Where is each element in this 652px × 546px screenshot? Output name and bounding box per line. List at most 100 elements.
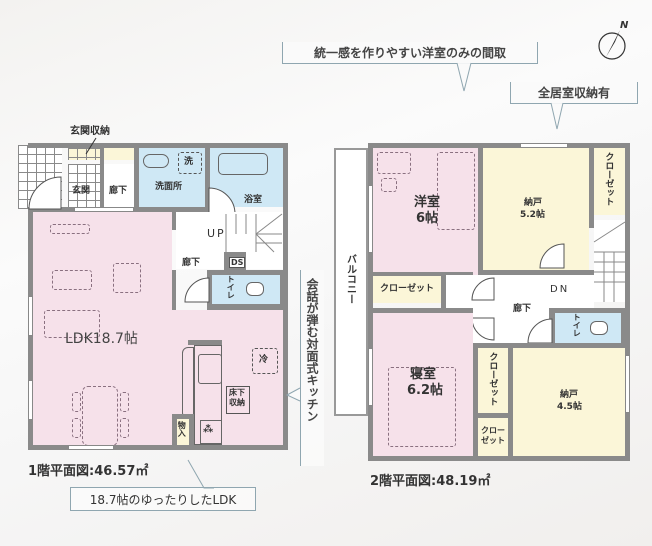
wall <box>373 272 473 276</box>
label-balcony: バルコニー <box>344 254 356 304</box>
wall <box>28 445 288 450</box>
wall <box>368 456 630 461</box>
label-washroom: 洗面所 <box>155 182 183 192</box>
fridge-space <box>252 348 278 374</box>
storeroom-4-5 <box>513 348 625 456</box>
label-hallway-top: 廊下 <box>109 186 128 196</box>
dining-chair <box>72 418 81 438</box>
closet-top-right <box>594 148 625 215</box>
label-western-room-size: 6帖 <box>416 211 439 226</box>
stairs-up <box>225 213 283 253</box>
wall <box>625 143 630 461</box>
wall <box>508 343 513 456</box>
ldk-room <box>33 212 172 445</box>
north-arrow-icon <box>598 30 626 60</box>
callout-unified-layout: 統一感を作りやすい洋室のみの間取 <box>282 42 538 64</box>
toilet-bowl-2f <box>590 321 608 335</box>
compass-n-label: N <box>620 20 629 31</box>
balcony <box>334 148 368 416</box>
callout-storage-text: 全居室収納有 <box>537 86 610 100</box>
hallway-top <box>104 164 134 207</box>
bedroom-door-swing <box>471 317 495 341</box>
label-underfloor-storage: 床下収納 <box>229 388 245 407</box>
wall <box>283 143 288 450</box>
callout-kitchen-text: 会話が弾む対面式キッチン <box>305 278 319 422</box>
toilet-bowl <box>246 282 264 296</box>
stove-icon: ⁂ <box>203 424 214 435</box>
label-closet-western: クローゼット <box>380 284 435 294</box>
dining-chair <box>120 418 129 438</box>
wall <box>473 343 513 348</box>
callout-storage-pointer <box>550 102 564 130</box>
sink-basin <box>143 154 169 168</box>
toilet2-door-swing <box>527 318 553 344</box>
wall <box>172 212 176 230</box>
washroom <box>139 148 205 207</box>
sofa <box>44 310 100 338</box>
leader-line <box>85 137 97 155</box>
kitchen-counter <box>194 345 222 445</box>
wall <box>478 413 513 418</box>
window <box>368 185 373 253</box>
wall <box>205 148 210 212</box>
callout-unified-pointer <box>456 62 472 92</box>
label-entrance-storage: 玄関収納 <box>70 126 110 137</box>
label-closet-bedroom: クローゼット <box>487 352 498 406</box>
closet-bedroom <box>478 348 508 413</box>
storeroom-door-swing <box>539 243 565 269</box>
stairs-down <box>593 221 626 302</box>
wall <box>473 343 478 456</box>
floor2-title: 2階平面図:48.19㎡ <box>370 474 491 489</box>
wall <box>513 343 625 348</box>
compass: N <box>596 20 632 60</box>
label-toilet-2f: トイレ <box>572 313 582 337</box>
label-bedroom-size: 6.2帖 <box>407 383 444 398</box>
window <box>368 348 373 406</box>
label-closet-small-2f: クローゼット <box>481 426 505 445</box>
floor1-title: 1階平面図:46.57㎡ <box>28 464 149 479</box>
desk <box>377 152 411 174</box>
label-western-room: 洋室 <box>414 195 441 210</box>
wall <box>368 143 630 148</box>
bedroom <box>373 313 473 456</box>
stairwell <box>594 220 625 302</box>
dining-chair <box>72 392 81 412</box>
label-up: UP <box>207 227 226 240</box>
callout-ldk-pointer <box>187 459 214 489</box>
coffee-table <box>52 270 92 290</box>
window <box>74 207 134 212</box>
window <box>520 143 568 148</box>
wall <box>172 270 176 310</box>
wall <box>188 340 222 345</box>
callout-all-storage: 全居室収納有 <box>510 82 638 104</box>
callout-ldk: 18.7帖のゆったりしたLDK <box>70 487 256 511</box>
label-storeroom2-size: 4.5帖 <box>557 402 582 412</box>
wall <box>28 143 288 148</box>
wall <box>373 308 473 313</box>
label-bedroom: 寝室 <box>410 367 437 382</box>
washer-space <box>178 152 202 174</box>
kitchen-sink <box>198 354 222 384</box>
wall <box>478 143 483 275</box>
label-toilet-1f: トイレ <box>226 275 236 299</box>
label-storeroom1: 納戸 <box>524 198 543 208</box>
callout-unified-text: 統一感を作りやすい洋室のみの間取 <box>313 46 506 60</box>
stove <box>200 420 222 444</box>
label-entrance: 玄関 <box>72 186 91 196</box>
chair <box>381 178 397 192</box>
armchair <box>113 263 141 293</box>
wall <box>483 270 594 275</box>
western-door-swing <box>471 277 495 301</box>
double-bed <box>388 367 456 447</box>
window <box>68 445 114 450</box>
callout-kitchen-pointer <box>285 387 301 402</box>
tv-unit <box>50 224 90 234</box>
dining-table <box>82 386 118 446</box>
label-fridge: 冷 <box>259 355 269 365</box>
kitchen-counter-back <box>182 347 194 419</box>
wall <box>368 143 373 461</box>
single-bed <box>437 152 475 230</box>
underfloor-storage <box>226 386 250 414</box>
label-down: DN <box>550 284 570 295</box>
label-bathroom: 浴室 <box>244 195 263 205</box>
